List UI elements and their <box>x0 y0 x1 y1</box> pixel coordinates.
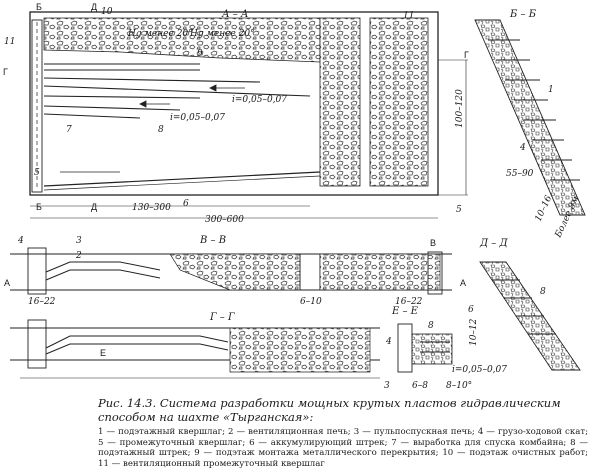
caption-title-text: Система разработки мощных крутых пластов… <box>98 396 561 424</box>
caption-title: Рис. 14.3. Система разработки мощных кру… <box>98 396 588 424</box>
section-g-g: Г – Г Е <box>10 312 380 379</box>
section-g-g-title: Г – Г <box>209 312 235 323</box>
dim-55-90: 55–90 <box>506 169 534 179</box>
dim-16-22-right: 16–22 <box>395 297 423 307</box>
mining-system-diagram: А – А Hg менее 20° Hg ме <box>3 2 586 391</box>
label-11-left: 11 <box>4 37 15 47</box>
section-a-a-title: А – А <box>221 9 249 20</box>
figure-caption: Рис. 14.3. Система разработки мощных кру… <box>98 396 588 469</box>
dim-10-12: 10–12 <box>469 318 479 346</box>
label-11-aa: 11 <box>403 11 414 21</box>
label-4-bb: 4 <box>519 143 526 153</box>
annotation-slope-3: i=0,05–0,07 <box>452 365 507 375</box>
label-3-vv: 3 <box>76 236 82 246</box>
label-10: 10 <box>101 7 113 17</box>
label-4-ee: 4 <box>385 337 392 347</box>
cut-mark-a-left: А <box>4 278 10 288</box>
annotation-hg-b: Hg менее 20° <box>189 29 255 39</box>
section-v-v: В – В 4 3 2 А А 16–22 6–10 16–22 В <box>4 235 466 307</box>
label-3-ee: 3 <box>384 381 390 391</box>
section-b-b-title: Б – Б <box>509 9 537 20</box>
section-a-a: А – А Hg менее 20° Hg ме <box>3 2 468 225</box>
dim-6-dd: 6 <box>468 305 474 315</box>
section-b-b: Б – Б Г 1 4 55–90 10–16 Более 8м <box>464 9 586 240</box>
dim-8-10-deg: 8–10° <box>446 381 472 391</box>
annotation-slope-1: i=0,05–0,07 <box>232 95 287 105</box>
section-d-d-title: Д – Д <box>479 238 508 249</box>
caption-fig-label: Рис. 14.3. <box>98 396 157 410</box>
cut-mark-e-gg: Е <box>100 348 106 358</box>
label-6-aa: 6 <box>183 199 189 209</box>
dim-16-22-left: 16–22 <box>28 297 56 307</box>
caption-legend: 1 — подэтажный квершлаг; 2 — вентиляцион… <box>98 427 588 469</box>
section-e-e: Е – Е 4 8 3 6–8 i=0,05–0,07 8–10° <box>384 306 507 391</box>
cut-mark-d-bottom: Д <box>91 202 97 212</box>
label-5-aa-right: 5 <box>456 205 462 215</box>
cut-mark-b-bottom: Б <box>36 202 42 212</box>
cut-mark-d-top: Д <box>91 2 97 12</box>
section-d-d: Д – Д 8 6 10–12 <box>468 238 581 371</box>
cut-mark-g-bb: Г <box>464 50 469 60</box>
label-8-ee: 8 <box>428 321 434 331</box>
label-1-bb: 1 <box>548 85 554 95</box>
dim-6-8: 6–8 <box>412 381 428 391</box>
label-2-vv: 2 <box>75 251 82 261</box>
label-5-aa: 5 <box>34 168 40 178</box>
cut-mark-a-right: А <box>460 278 466 288</box>
dim-130-300: 130–300 <box>132 203 171 213</box>
label-8-dd: 8 <box>540 287 546 297</box>
annotation-slope-2: i=0,05–0,07 <box>170 113 225 123</box>
cut-mark-v-right: В <box>430 238 436 248</box>
dim-300-600: 300–600 <box>205 215 244 225</box>
dim-100-120: 100–120 <box>455 89 465 128</box>
dim-10-16: 10–16 <box>534 194 555 223</box>
cut-mark-g-left: Г <box>3 67 8 77</box>
label-4-vv: 4 <box>17 236 24 246</box>
dim-6-10: 6–10 <box>300 297 322 307</box>
section-e-e-title: Е – Е <box>391 306 419 317</box>
label-7: 7 <box>66 125 72 135</box>
label-9: 9 <box>197 49 203 59</box>
annotation-hg-a: Hg менее 20° <box>127 29 193 39</box>
cut-mark-b-top: Б <box>36 2 42 12</box>
label-8-aa: 8 <box>158 125 164 135</box>
section-v-v-title: В – В <box>199 235 226 246</box>
